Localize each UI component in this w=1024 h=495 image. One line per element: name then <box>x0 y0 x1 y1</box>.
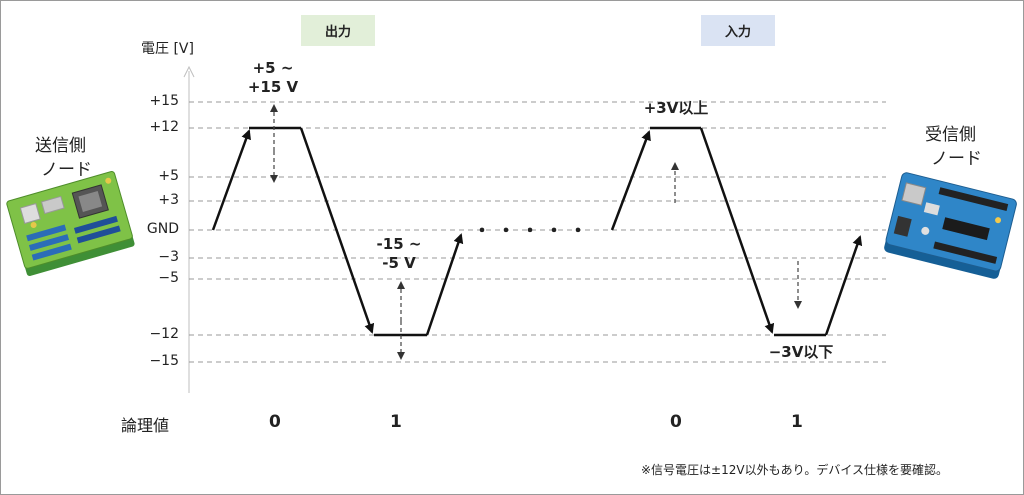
tick-label: +5 <box>158 168 179 184</box>
sender-board-image <box>6 171 135 276</box>
output-low-range-label: -15 ~ -5 V <box>359 235 439 273</box>
receiver-node-line: ノード <box>931 149 982 169</box>
sender-node-line: ノード <box>41 160 92 180</box>
tick-label: −12 <box>149 326 179 342</box>
y-axis-label: 電圧 [V] <box>141 41 194 57</box>
continuation-dots: ・・・・・ <box>473 221 593 242</box>
output-high-range-line: +5 ~ <box>252 59 294 77</box>
output-low-range-line: -15 ~ <box>376 235 422 253</box>
input-low-threshold-label: −3V以下 <box>768 343 834 361</box>
tick-label: −5 <box>158 270 179 286</box>
out-wave-rise-2 <box>425 233 464 336</box>
sender-node-line: 送信側 <box>35 136 86 156</box>
logic-value: 0 <box>670 412 682 432</box>
input-high-threshold-label: +3V以上 <box>643 99 709 117</box>
logic-value: 1 <box>390 412 402 432</box>
tick-label: +15 <box>149 93 179 109</box>
tick-label: −15 <box>149 353 179 369</box>
tick-label: −3 <box>158 249 179 265</box>
tick-label: GND <box>146 221 179 237</box>
footnote: ※信号電圧は±12V以外もあり。デバイス仕様を要確認。 <box>641 463 948 477</box>
output-high-range-line: +15 V <box>247 78 299 96</box>
receiver-node-label: 受信側 ノード <box>925 123 982 171</box>
output-high-range-label: +5 ~ +15 V <box>233 59 313 97</box>
tick-label: +3 <box>158 192 179 208</box>
in-wave-fall <box>699 127 775 334</box>
y-axis-arrowhead <box>183 65 195 78</box>
out-wave-rise-1 <box>211 129 251 231</box>
logic-value: 0 <box>269 412 281 432</box>
out-wave-fall <box>299 127 375 334</box>
logic-value: 1 <box>791 412 803 432</box>
logic-label: 論理値 <box>121 416 170 435</box>
output-header: 出力 <box>301 15 375 46</box>
sender-node-label: 送信側 ノード <box>35 134 92 182</box>
output-low-range-line: -5 V <box>382 254 416 272</box>
tick-label: +12 <box>149 119 179 135</box>
in-wave-rise-2 <box>824 235 863 336</box>
input-header: 入力 <box>701 15 775 46</box>
receiver-node-line: 受信側 <box>925 125 976 145</box>
receiver-board-image <box>884 172 1017 279</box>
in-wave-rise-1 <box>610 130 651 231</box>
